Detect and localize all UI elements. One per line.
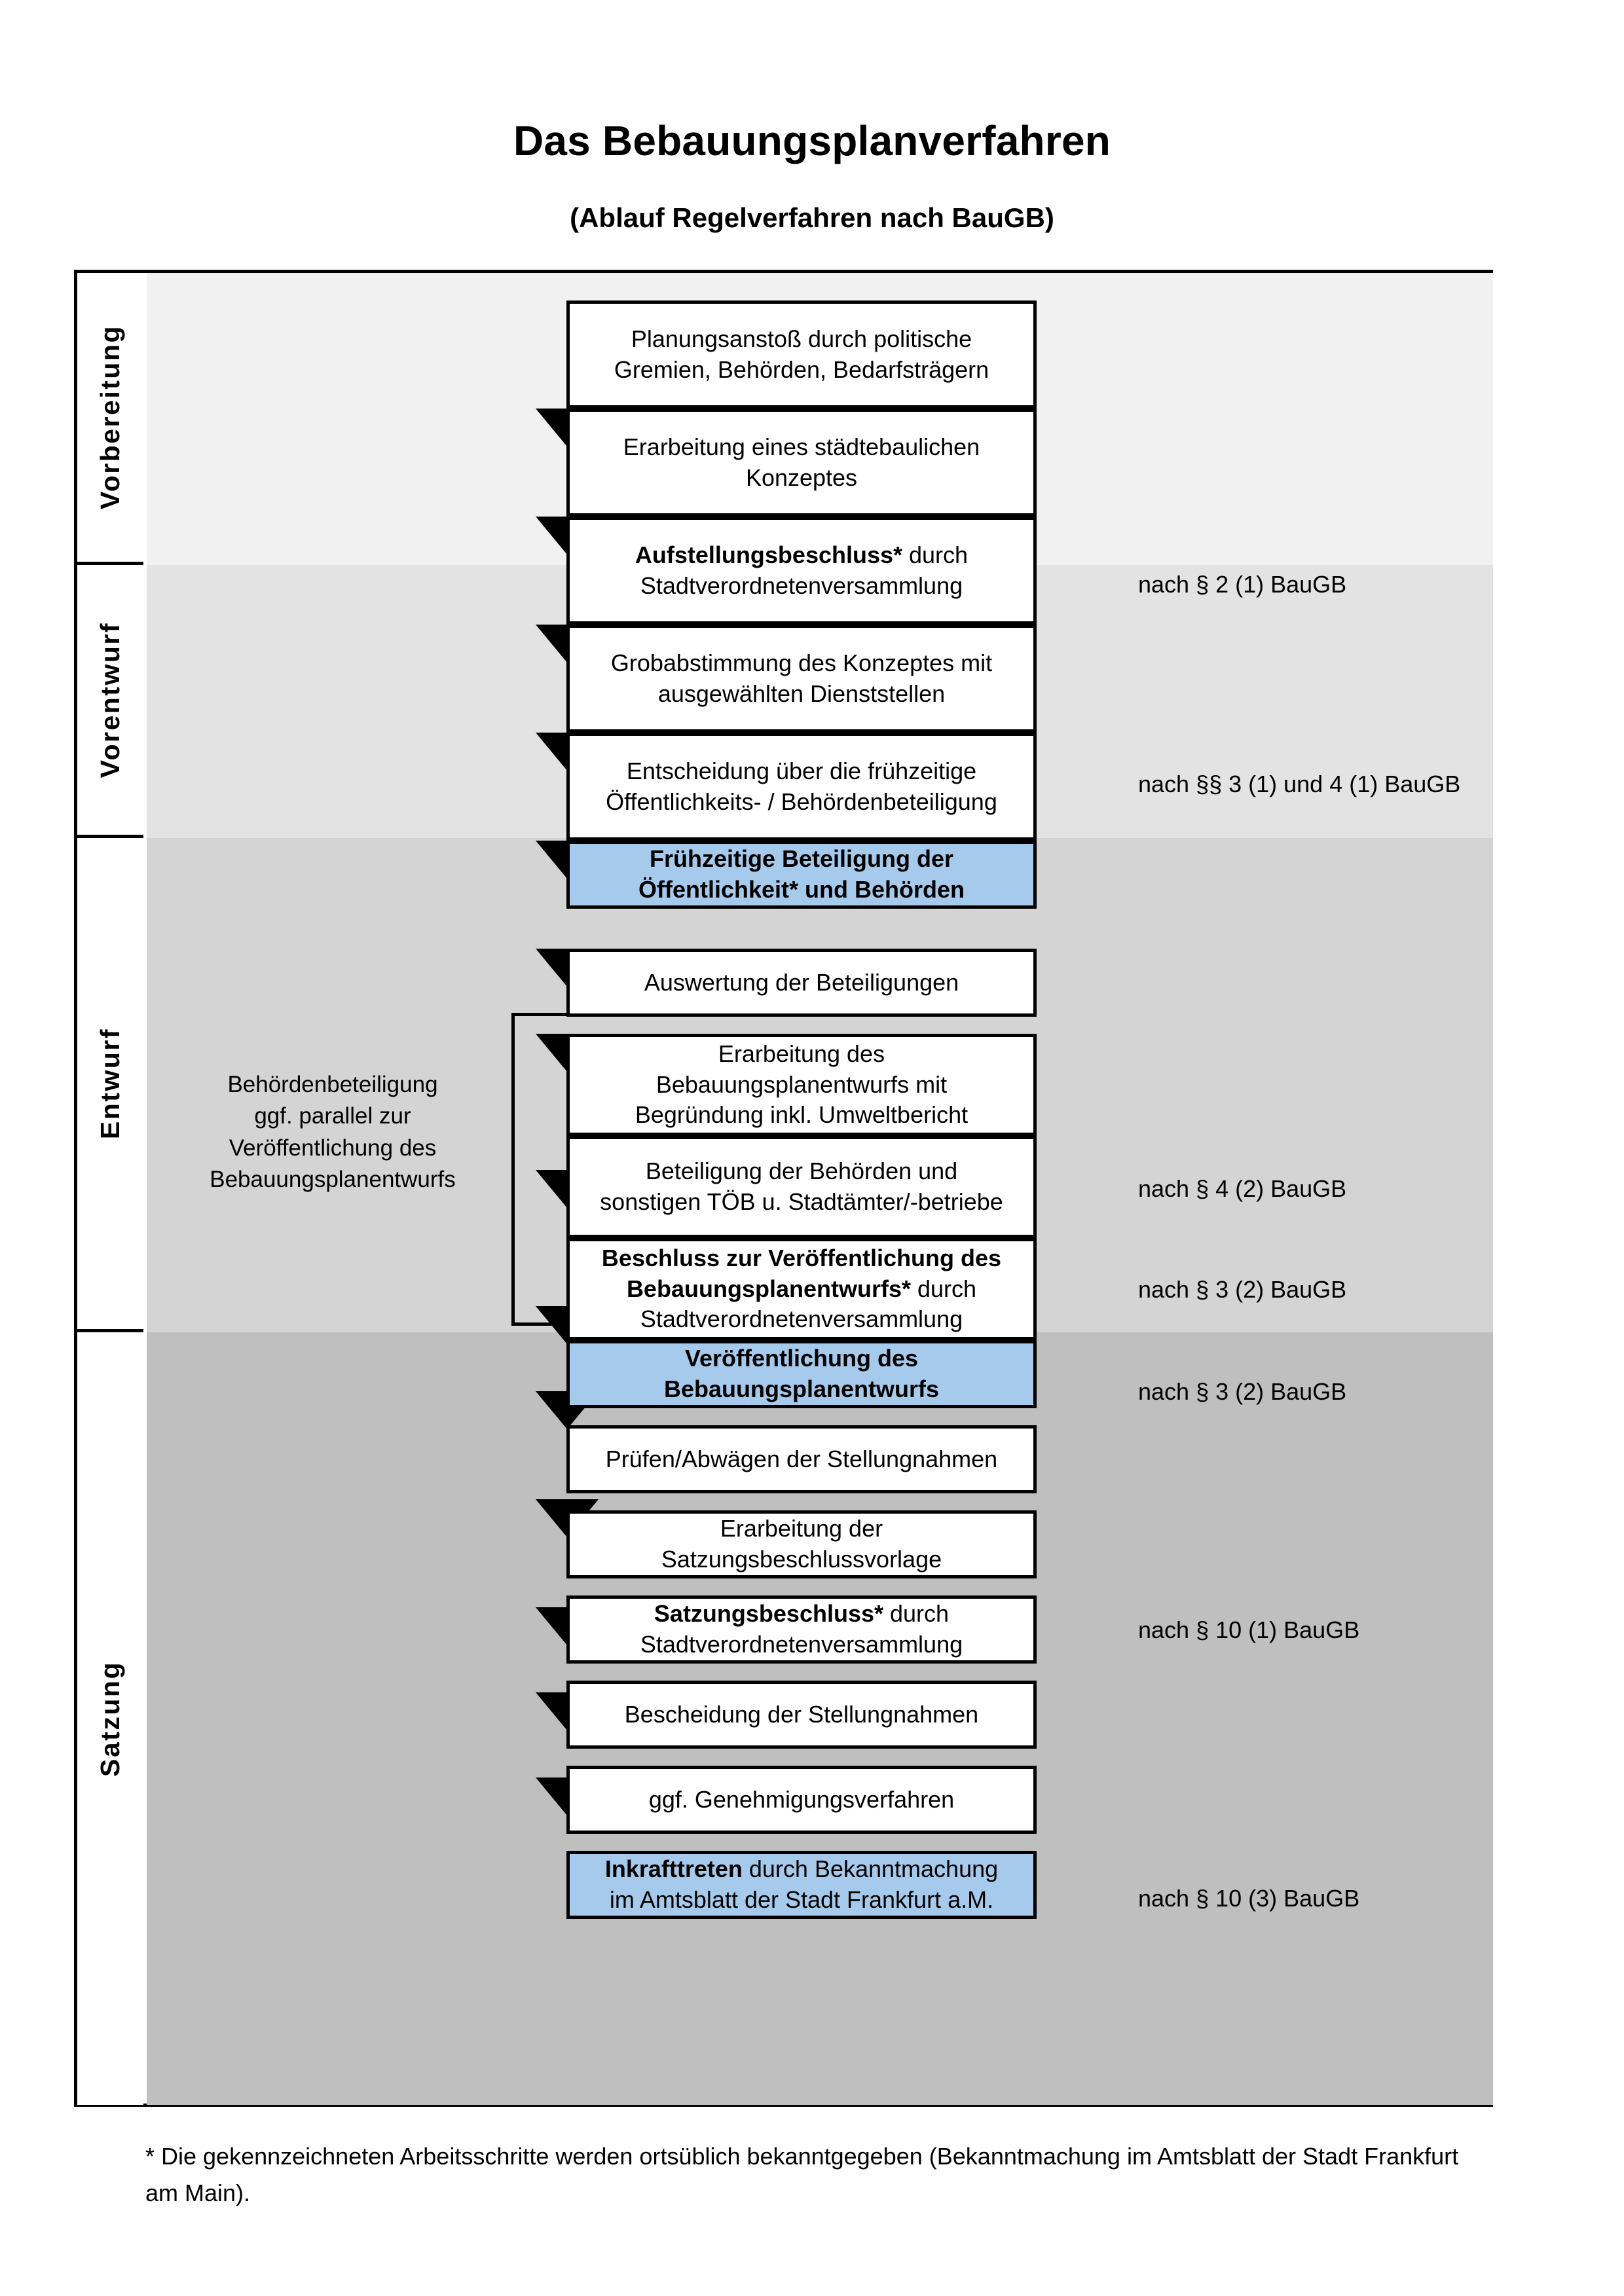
step-veroeffentlichung[interactable]: Veröffentlichung des Bebauungsplanentwur… xyxy=(566,1340,1037,1408)
step-line-bold: Bebauungsplanentwurfs* xyxy=(626,1275,911,1302)
step-line: Konzeptes xyxy=(745,464,858,491)
phase-label-entwurf: Entwurf xyxy=(77,838,143,1332)
footnote: * Die gekennzeichneten Arbeitsschritte w… xyxy=(145,2143,1459,2206)
step-beteiligung-behoerden[interactable]: Beteiligung der Behörden und sonstigen T… xyxy=(566,1136,1037,1238)
side-note-line: Bebauungsplanentwurfs xyxy=(210,1166,456,1192)
step-line: Erarbeitung eines städtebaulichen xyxy=(623,433,980,460)
phase-label-satzung: Satzung xyxy=(77,1332,143,2105)
phase-label-text: Satzung xyxy=(95,1660,125,1777)
step-line: Begründung inkl. Umweltbericht xyxy=(635,1101,969,1129)
step-line: Öffentlichkeits- / Behördenbeteiligung xyxy=(606,788,997,815)
step-line: Bescheidung der Stellungnahmen xyxy=(624,1700,979,1728)
step-genehmigungsverfahren[interactable]: ggf. Genehmigungsverfahren xyxy=(566,1766,1037,1834)
side-note-behoerdenbeteiligung: Behördenbeteiligung ggf. parallel zur Ve… xyxy=(175,1069,490,1195)
step-grobabstimmung[interactable]: Grobabstimmung des Konzeptes mit ausgewä… xyxy=(566,625,1037,733)
legal-ref-par10-3: nach § 10 (3) BauGB xyxy=(1138,1885,1360,1912)
step-line: im Amtsblatt der Stadt Frankfurt a.M. xyxy=(609,1886,994,1913)
step-planungsanstoss[interactable]: Planungsanstoß durch politische Gremien,… xyxy=(566,301,1037,409)
step-line-bold: Aufstellungsbeschluss* xyxy=(635,541,903,568)
phase-label-text: Entwurf xyxy=(95,1027,125,1140)
step-line: Prüfen/Abwägen der Stellungnahmen xyxy=(605,1445,998,1472)
step-line-bold: Satzungsbeschluss* xyxy=(654,1600,884,1628)
step-fruehzeitige-beteiligung[interactable]: Frühzeitige Beteiligung der Öffentlichke… xyxy=(566,841,1037,909)
step-bescheidung[interactable]: Bescheidung der Stellungnahmen xyxy=(566,1681,1037,1749)
phase-label-vorbereitung: Vorbereitung xyxy=(77,273,143,565)
step-pruefen-abwaegen[interactable]: Prüfen/Abwägen der Stellungnahmen xyxy=(566,1425,1037,1493)
step-line-bold: Inkrafttreten xyxy=(604,1855,743,1883)
step-line: Satzungsbeschlussvorlage xyxy=(661,1546,942,1573)
step-line: Stadtverordnetenversammlung xyxy=(640,572,963,599)
step-line-bold: Bebauungsplanentwurfs xyxy=(663,1376,940,1402)
side-note-line: Veröffentlichung des xyxy=(229,1135,437,1161)
page-subtitle: (Ablauf Regelverfahren nach BauGB) xyxy=(570,202,1054,233)
step-line-bold: Beschluss zur Veröffentlichung des xyxy=(601,1244,1002,1271)
legal-ref-par2-1: nach § 2 (1) BauGB xyxy=(1138,571,1347,598)
step-line-bold: Öffentlichkeit* und Behörden xyxy=(638,876,965,903)
legal-ref-par3-2-a: nach § 3 (2) BauGB xyxy=(1138,1276,1347,1303)
step-aufstellungsbeschluss[interactable]: Aufstellungsbeschluss* durch Stadtverord… xyxy=(566,517,1037,625)
side-note-line: Behördenbeteiligung xyxy=(227,1072,438,1097)
step-auswertung[interactable]: Auswertung der Beteiligungen xyxy=(566,949,1037,1017)
step-konzept[interactable]: Erarbeitung eines städtebaulichen Konzep… xyxy=(566,409,1037,517)
step-line: Entscheidung über die frühzeitige xyxy=(626,757,977,784)
step-line: Erarbeitung des xyxy=(718,1040,885,1067)
step-line: Stadtverordnetenversammlung xyxy=(640,1631,963,1658)
step-line: ggf. Genehmigungsverfahren xyxy=(648,1785,955,1813)
phase-label-column: Vorbereitung Vorentwurf Entwurf Satzung xyxy=(77,273,143,2105)
step-line: Beteiligung der Behörden und xyxy=(645,1157,958,1185)
legal-ref-par3-2-b: nach § 3 (2) BauGB xyxy=(1138,1378,1347,1405)
step-line-bold: Frühzeitige Beteiligung der xyxy=(649,845,954,873)
step-entscheidung-fruehzeitig[interactable]: Entscheidung über die frühzeitige Öffent… xyxy=(566,733,1037,841)
step-line: Erarbeitung der xyxy=(720,1515,883,1542)
step-line: ausgewählten Dienststellen xyxy=(657,680,946,707)
phase-label-vorentwurf: Vorentwurf xyxy=(77,565,143,838)
side-note-line: ggf. parallel zur xyxy=(254,1103,411,1129)
step-erarbeitung-entwurf[interactable]: Erarbeitung des Bebauungsplanentwurfs mi… xyxy=(566,1034,1037,1136)
step-line: Gremien, Behörden, Bedarfsträgern xyxy=(614,355,989,383)
legal-ref-par4-2: nach § 4 (2) BauGB xyxy=(1138,1175,1347,1202)
step-satzungsbeschluss[interactable]: Satzungsbeschluss* durch Stadtverordnete… xyxy=(566,1595,1037,1664)
parallel-bracket-connector xyxy=(511,1013,583,1326)
step-beschluss-veroeffentlichung[interactable]: Beschluss zur Veröffentlichung des Bebau… xyxy=(566,1238,1037,1340)
step-line: Grobabstimmung des Konzeptes mit xyxy=(610,649,993,676)
step-line: Bebauungsplanentwurfs mit xyxy=(655,1070,948,1098)
step-line-bold: Veröffentlichung des xyxy=(684,1345,919,1372)
legal-ref-par3-1-4-1: nach §§ 3 (1) und 4 (1) BauGB xyxy=(1138,771,1461,797)
legal-ref-par10-1: nach § 10 (1) BauGB xyxy=(1138,1616,1360,1643)
flowchart-frame: Vorbereitung Vorentwurf Entwurf Satzung … xyxy=(74,270,1493,2107)
step-line: Auswertung der Beteiligungen xyxy=(644,968,959,996)
phase-label-text: Vorbereitung xyxy=(95,325,125,510)
step-inkrafttreten[interactable]: Inkrafttreten durch Bekanntmachung im Am… xyxy=(566,1851,1037,1919)
step-satzungsbeschlussvorlage[interactable]: Erarbeitung der Satzungsbeschlussvorlage xyxy=(566,1510,1037,1578)
page-title: Das Bebauungsplanverfahren xyxy=(513,117,1111,164)
step-line: Planungsanstoß durch politische xyxy=(631,325,972,352)
step-line: Stadtverordnetenversammlung xyxy=(640,1305,963,1333)
step-line: sonstigen TÖB u. Stadtämter/-betriebe xyxy=(600,1188,1003,1215)
phase-label-text: Vorentwurf xyxy=(95,621,125,778)
